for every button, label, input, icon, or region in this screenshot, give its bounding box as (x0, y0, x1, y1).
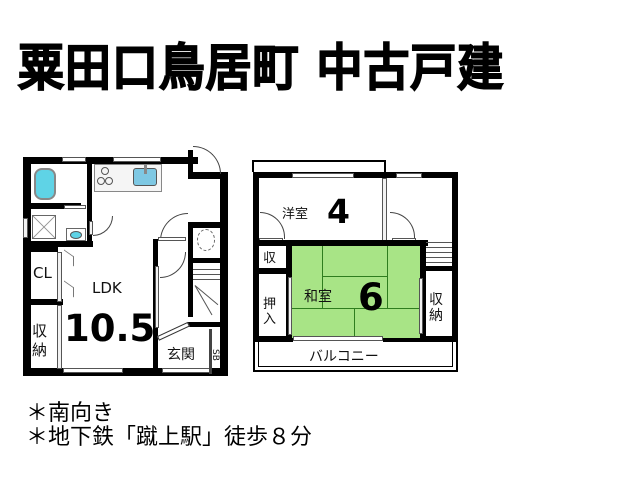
window (63, 368, 123, 373)
ldk-label: LDK (92, 279, 122, 297)
washbasin-icon (66, 228, 86, 241)
window (396, 173, 422, 178)
wall (286, 240, 292, 342)
balcony (253, 342, 458, 372)
wall (23, 299, 63, 305)
door-swing (193, 146, 221, 174)
washing-machine-icon (32, 215, 56, 239)
bath-door (64, 205, 86, 209)
sliding-door (382, 178, 387, 241)
wall (188, 150, 193, 175)
wall (383, 336, 458, 342)
entrance-label: 玄関 (167, 347, 195, 363)
wall (220, 172, 228, 376)
storage-label-bottom: 納 (429, 308, 443, 324)
storage-door (419, 278, 423, 334)
bathtub-icon (34, 168, 56, 200)
closet-label: CL (33, 264, 52, 282)
storage-label-top: 収 (429, 292, 443, 308)
japanese-room-size: 6 (358, 276, 384, 319)
door-swing (260, 212, 285, 239)
wall (253, 172, 259, 342)
door-swing (93, 216, 113, 236)
tatami-mats (292, 246, 422, 338)
door (158, 237, 186, 241)
japanese-room-label: 和室 (304, 289, 332, 305)
closet-door (57, 252, 62, 302)
window (292, 173, 354, 178)
oshiire-label-bottom: 入 (263, 312, 277, 327)
stove-icon (96, 166, 114, 190)
wall (188, 322, 228, 327)
window (162, 368, 212, 373)
stairs-icon (426, 240, 452, 264)
toilet-icon (197, 229, 215, 251)
wall (452, 172, 458, 342)
wall (420, 266, 458, 271)
kitchen-sink-icon (133, 165, 157, 186)
window (113, 157, 161, 162)
wall (188, 172, 228, 179)
wall (23, 203, 81, 209)
western-room-label: 洋室 (282, 207, 309, 222)
wall (23, 157, 31, 376)
note-orientation: ＊南向き (26, 401, 115, 426)
wall (23, 247, 58, 252)
stairs-icon (193, 265, 220, 320)
wall (420, 240, 426, 342)
wall (253, 268, 292, 274)
wall (209, 329, 212, 374)
door-swing (390, 212, 415, 239)
entrance-step (156, 321, 190, 341)
wall (188, 258, 228, 263)
western-room-size: 4 (327, 192, 350, 231)
wall (188, 222, 228, 228)
oshiire-door (288, 277, 292, 335)
wall (253, 336, 293, 342)
wall (23, 368, 228, 376)
wall (153, 239, 158, 376)
balcony-label: バルコニー (309, 349, 379, 365)
listing-title: 粟田口鳥居町 中古戸建 (17, 38, 505, 98)
shoe-box-label: SB (210, 349, 220, 361)
window (62, 157, 86, 162)
door-swing (160, 213, 188, 241)
door-swing (160, 252, 186, 278)
door (392, 238, 416, 242)
bay-outline (252, 160, 386, 172)
oshiire-label-top: 押 (263, 297, 277, 312)
wall (253, 240, 428, 246)
window (293, 336, 383, 341)
ldk-size: 10.5 (64, 307, 156, 350)
wall (23, 157, 198, 164)
wall (188, 222, 193, 317)
notes: ＊南向き ＊地下鉄「蹴上駅」徒歩８分 (26, 402, 312, 450)
storage-label-top: 収 (32, 322, 48, 340)
folding-door-icon (64, 280, 74, 298)
sliding-door (155, 266, 159, 328)
storage-small-label: 収 (263, 251, 277, 266)
window (23, 218, 28, 238)
wall (253, 172, 458, 178)
kitchen-counter (94, 164, 162, 192)
storage-door (57, 305, 62, 369)
door (89, 221, 93, 235)
wall (23, 241, 93, 247)
storage-label-bottom: 納 (32, 341, 48, 359)
door (259, 238, 283, 242)
wall (87, 157, 92, 247)
folding-door-icon (64, 249, 74, 267)
note-station-access: ＊地下鉄「蹴上駅」徒歩８分 (26, 425, 313, 450)
